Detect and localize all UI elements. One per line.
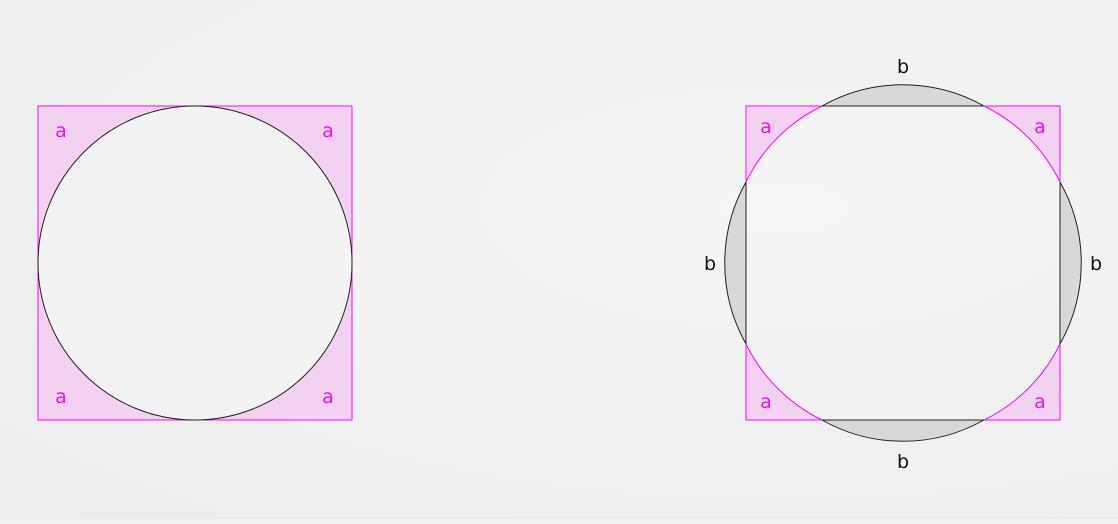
right-corner-a-bottom-left [745,343,823,421]
right-corner-a-top-right [983,105,1061,183]
right-segment-b-bottom [820,419,986,442]
right-label-b-top: b [897,56,909,78]
right-label-b-bottom: b [897,451,909,473]
left-figure: a a a a [37,105,353,421]
left-label-a-bottom-left: a [55,386,67,408]
left-label-a-top-right: a [322,120,334,142]
left-label-a-bottom-right: a [322,386,334,408]
right-segment-b-left [724,180,747,346]
left-inscribed-circle [37,105,353,421]
right-figure: a a a a b b b b [704,56,1102,473]
right-segment-b-right [1059,180,1082,346]
right-segment-b-top [820,84,986,107]
right-label-a-top-left: a [760,116,772,138]
right-corner-a-bottom-right [983,343,1061,421]
right-label-a-bottom-right: a [1034,391,1046,413]
right-label-b-left: b [704,253,716,275]
right-corner-a-top-left [745,105,823,183]
right-label-a-bottom-left: a [760,391,772,413]
right-label-b-right: b [1090,253,1102,275]
left-label-a-top-left: a [55,120,67,142]
right-label-a-top-right: a [1034,116,1046,138]
